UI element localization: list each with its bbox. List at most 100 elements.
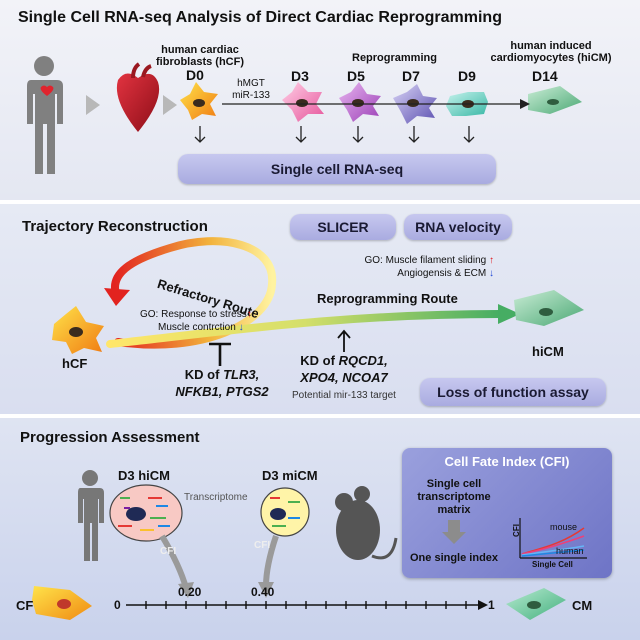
- mini-ylabel: CFI: [511, 524, 521, 537]
- panel2-title: Trajectory Reconstruction: [22, 218, 208, 235]
- go-top-line1: GO: Muscle filament sliding: [364, 255, 487, 266]
- matrix-line1: Single cell: [426, 478, 482, 490]
- kd-right-prefix: KD of: [300, 353, 339, 368]
- day-d14: D14: [532, 68, 558, 84]
- go-left-line2: Muscle contrction: [158, 322, 236, 333]
- scrnaseq-pill: Single cell RNA-seq: [178, 154, 496, 184]
- day-d0: D0: [186, 67, 204, 83]
- d3-hicm-cell-icon: [109, 484, 183, 542]
- cf-label: CF: [16, 598, 34, 613]
- reprogramming-label: Reprogramming: [352, 52, 437, 64]
- kd-left-prefix: KD of: [184, 367, 224, 382]
- mouse-icon: [335, 486, 398, 560]
- kd-left-genes: NFKB1, PTGS2: [175, 384, 269, 399]
- d3-micm-cell-icon: [260, 487, 310, 537]
- kd-right-gene1: RQCD1,: [338, 353, 388, 368]
- lof-assay-pill: Loss of function assay: [420, 378, 606, 406]
- day-d3: D3: [291, 68, 309, 84]
- axis-start-label: 0: [114, 598, 121, 612]
- transcriptome-label: Transcriptome: [184, 492, 248, 503]
- cfi-box: Cell Fate Index (CFI) Single cell transc…: [402, 448, 612, 578]
- up-red-arrow: ↑: [489, 255, 494, 266]
- hicm-label: human induced cardiomyocytes (hiCM): [486, 40, 616, 64]
- treatment-line1: hMGT: [237, 78, 265, 89]
- hcf-label: human cardiac fibroblasts (hCF): [140, 44, 260, 68]
- go-top-line2: Angiogensis & ECM: [397, 268, 487, 279]
- panel1-title: Single Cell RNA-seq Analysis of Direct C…: [18, 9, 502, 26]
- kd-right-annotation: KD of RQCD1, XPO4, NCOA7: [282, 352, 406, 386]
- progression-panel: Progression Assessment D3 hiCM D3 miCM T…: [0, 418, 640, 640]
- go-top-annotation: GO: Muscle filament sliding ↑ Angiogensi…: [314, 254, 495, 280]
- cfi-arrow-hicm: [159, 534, 189, 589]
- mini-human-label: human: [556, 546, 584, 556]
- hicm-label-line1: human induced: [510, 40, 592, 52]
- cf-cell-icon: [32, 586, 92, 620]
- hcf-cell-icon: [52, 306, 104, 354]
- day-d7: D7: [402, 68, 420, 84]
- matrix-line2: transcriptome: [417, 491, 491, 503]
- kd-right-note: Potential mir-133 target: [292, 390, 396, 401]
- axis-end-label: 1: [488, 598, 495, 612]
- progression-graphics: [32, 470, 566, 620]
- slicer-pill: SLICER: [290, 214, 396, 240]
- reprogramming-route-label: Reprogramming Route: [317, 291, 458, 306]
- hcf-label-line1: human cardiac: [161, 44, 239, 56]
- chevron-icon: [86, 95, 100, 115]
- hcf-label: hCF: [62, 356, 88, 371]
- cfi-box-graphics: [442, 518, 587, 559]
- cm-label: CM: [572, 598, 593, 613]
- kd-left-annotation: KD of TLR3, NFKB1, PTGS2: [156, 366, 288, 400]
- refractory-arrowhead: [104, 288, 130, 306]
- reprogramming-arrowhead: [498, 304, 520, 324]
- rna-velocity-pill: RNA velocity: [404, 214, 512, 240]
- down-blue-arrow: ↓: [238, 322, 244, 333]
- cfi-box-title: Cell Fate Index (CFI): [444, 454, 570, 469]
- down-arrow-icon: [442, 520, 466, 544]
- refractory-route-path: [110, 237, 277, 349]
- heart-icon: [116, 62, 160, 132]
- chevron-icon: [163, 95, 177, 115]
- trajectory-panel: Trajectory Reconstruction SLICER RNA vel…: [0, 204, 640, 414]
- panel1-graphics: [27, 56, 582, 174]
- human-curve: [521, 545, 585, 556]
- scrnaseq-panel: Single Cell RNA-seq Analysis of Direct C…: [0, 0, 640, 200]
- day-d9: D9: [458, 68, 476, 84]
- go-left-annotation: GO: Response to stress↑ Muscle contrctio…: [140, 308, 252, 334]
- down-arrows: [194, 126, 475, 143]
- d3-hicm-label: D3 hiCM: [118, 468, 170, 483]
- micm-cfi-value: 0.40: [251, 585, 275, 599]
- kd-left-gene1: TLR3,: [223, 367, 260, 382]
- trajectory-graphics: [52, 237, 584, 366]
- human-figure-icon: [78, 470, 104, 561]
- hicm-cfi-value: 0.20: [178, 585, 202, 599]
- kd-right-genes: XPO4, NCOA7: [300, 370, 388, 385]
- cfi-label-hicm: CFI: [160, 546, 177, 557]
- panel3-title: Progression Assessment: [20, 429, 200, 446]
- inhibition-symbol: [209, 342, 231, 366]
- up-red-arrow: ↑: [246, 309, 252, 320]
- d0-fibroblast-cell-icon: [180, 82, 218, 120]
- mini-xlabel: Single Cell: [532, 560, 573, 569]
- d14-cardiomyocyte-icon: [528, 86, 582, 114]
- hcf-label-line2: fibroblasts (hCF): [156, 56, 244, 68]
- matrix-line3: matrix: [437, 504, 471, 516]
- mini-mouse-label: mouse: [550, 522, 578, 532]
- d3-cell-icon: [282, 82, 324, 122]
- hicm-label: hiCM: [532, 344, 564, 359]
- d3-micm-label: D3 miCM: [262, 468, 318, 483]
- down-blue-arrow: ↓: [489, 268, 494, 279]
- human-figure-icon: [27, 56, 63, 174]
- day-d5: D5: [347, 68, 365, 84]
- axis-ticks: [145, 601, 467, 609]
- treatment-label: hMGT miR-133: [226, 78, 276, 102]
- cm-cell-icon: [506, 588, 566, 620]
- hicm-label-line2: cardiomyocytes (hiCM): [490, 52, 612, 64]
- reprogramming-route-path: [106, 310, 504, 348]
- matrix-label: Single cell transcriptome matrix: [408, 478, 500, 517]
- cfi-label-micm: CFI: [254, 540, 271, 551]
- hicm-cell-icon: [514, 290, 584, 326]
- up-arrow: [337, 329, 351, 352]
- treatment-line2: miR-133: [232, 90, 270, 101]
- d5-cell-icon: [339, 82, 381, 122]
- go-left-line1: GO: Response to stress: [140, 309, 247, 320]
